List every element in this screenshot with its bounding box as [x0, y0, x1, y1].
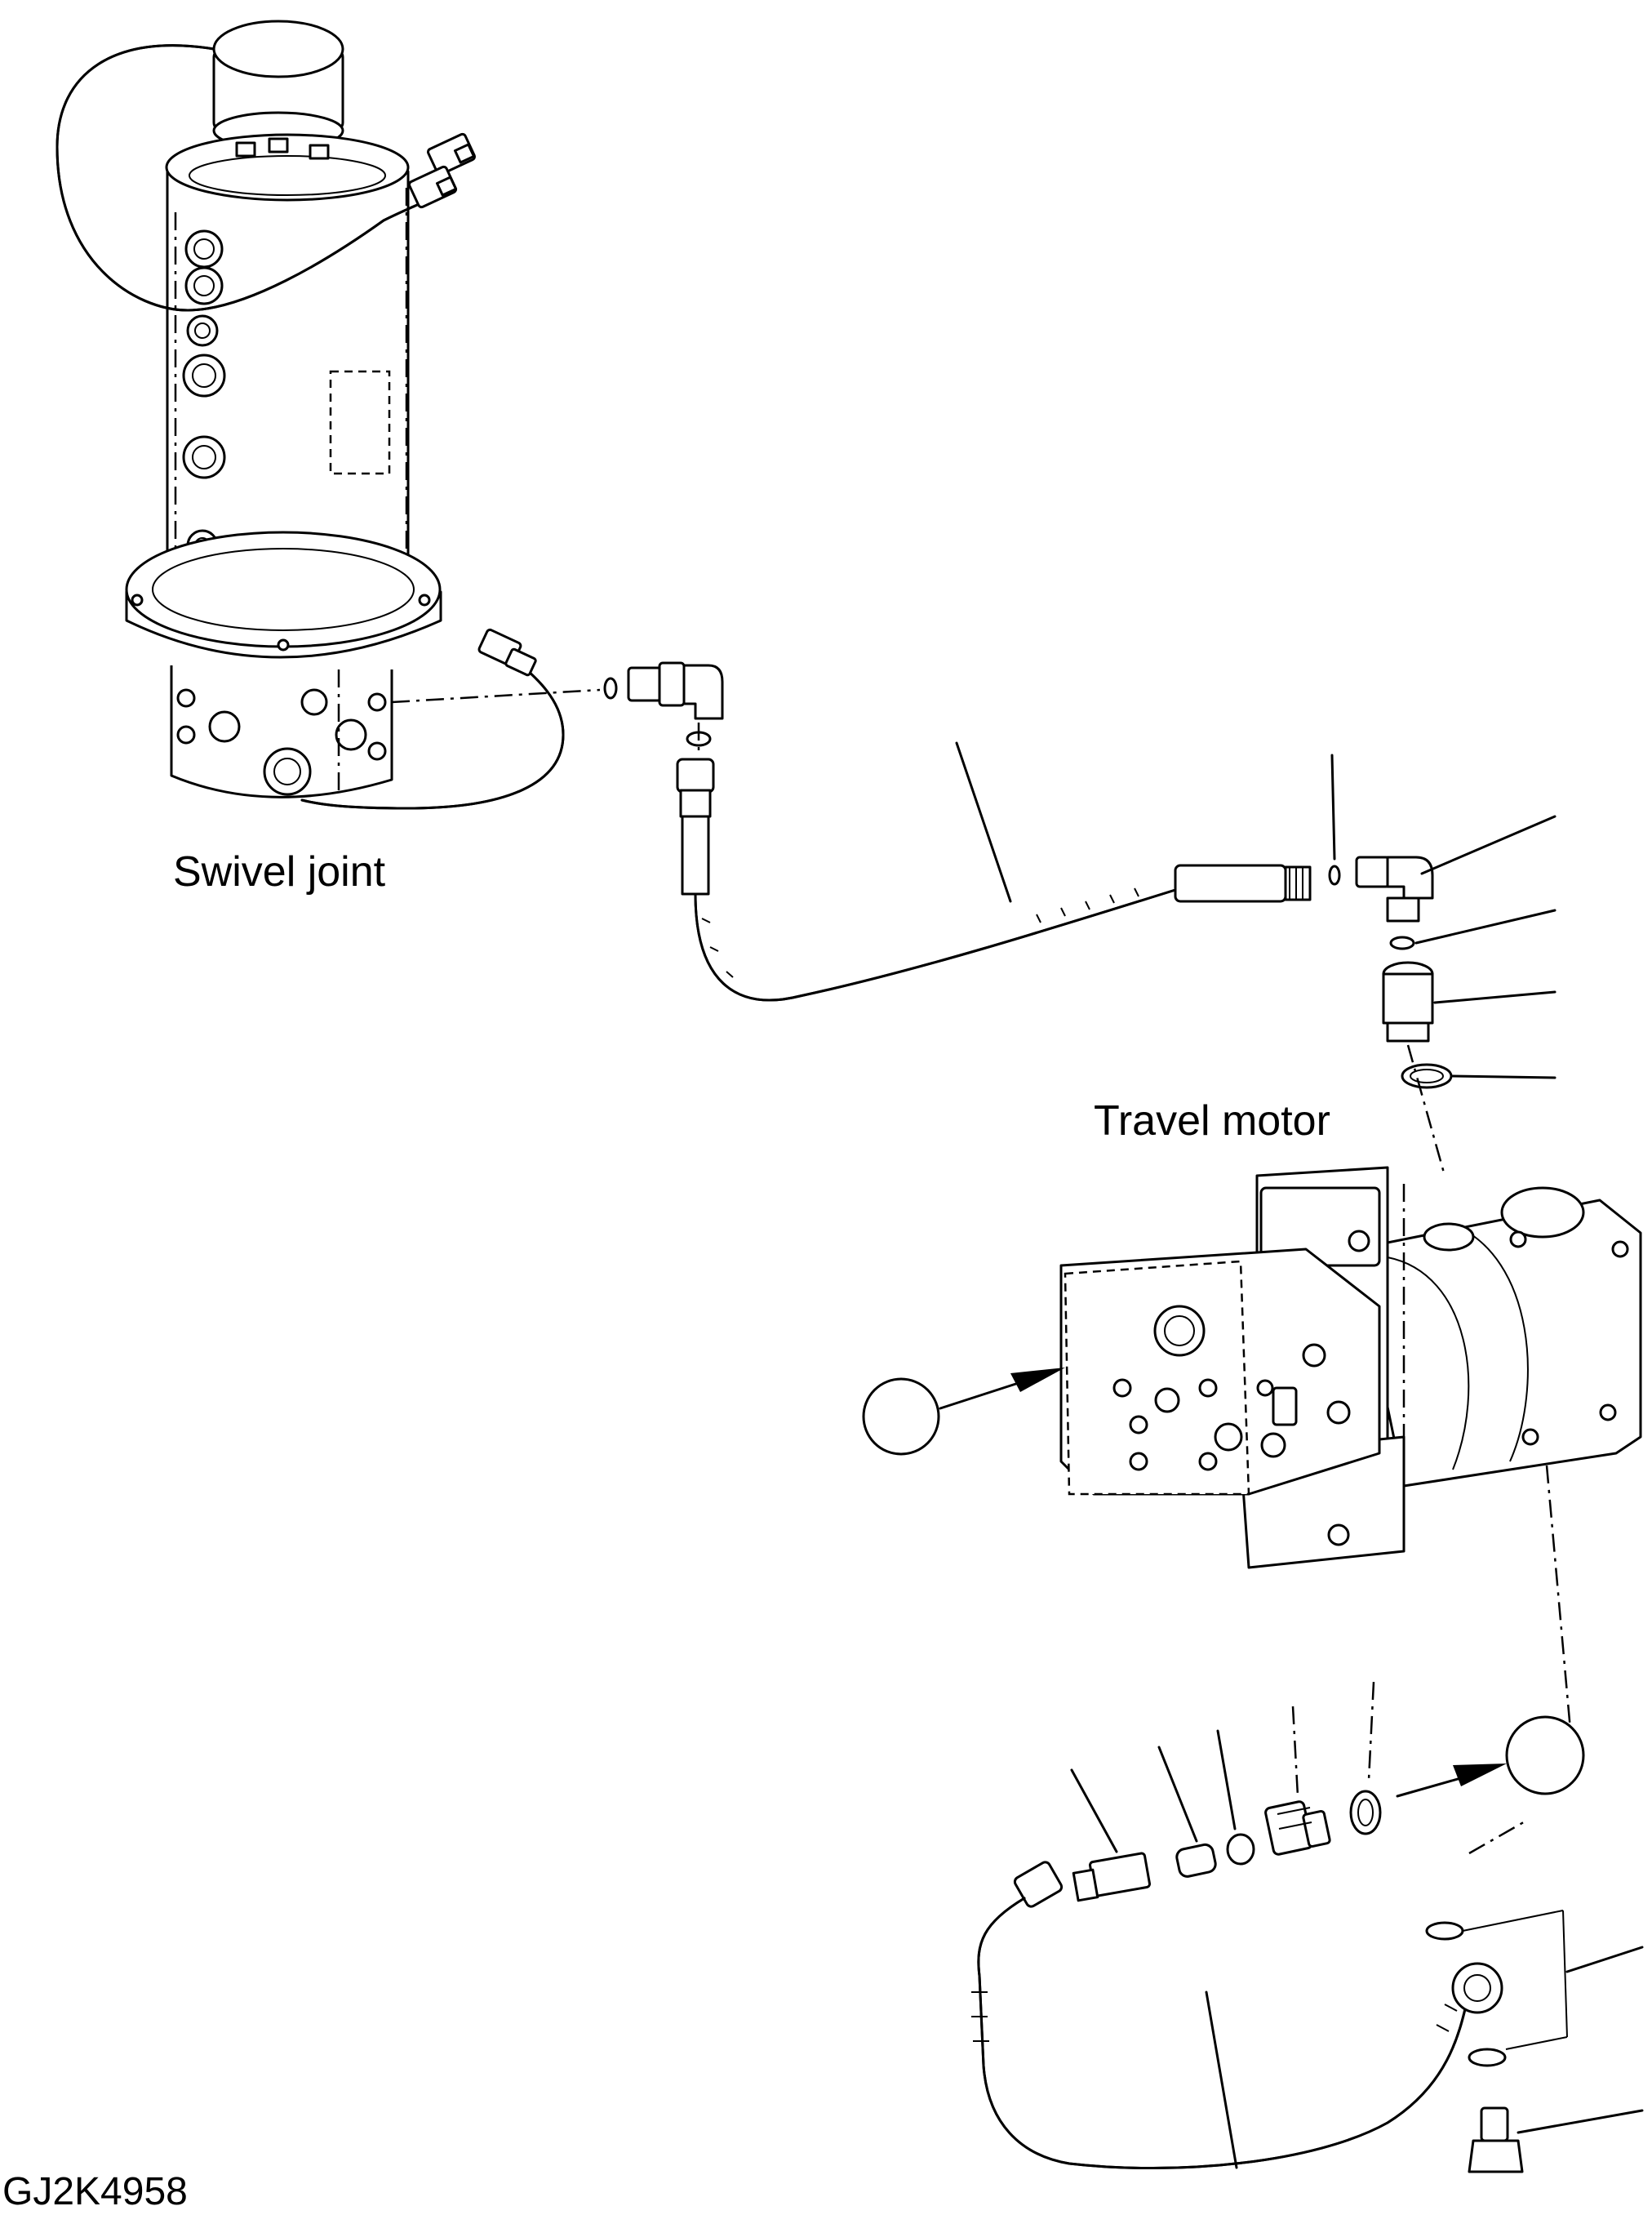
swivel-port-centerline	[391, 688, 601, 704]
lower-spacer	[1175, 1843, 1217, 1878]
swivel-joint-upper-cable	[56, 44, 442, 312]
lower-oring	[1349, 1790, 1382, 1835]
drain-centerline	[1545, 1465, 1573, 1740]
lower-check-valve-body	[1072, 1852, 1151, 1902]
leader-lower-hose	[1205, 1990, 1238, 2169]
lower-hose-assembly	[971, 1861, 1471, 2170]
leader-motor-elbow	[1420, 815, 1557, 875]
leader-motor-union	[1433, 990, 1557, 1004]
upper-hose-assembly	[676, 758, 1312, 1002]
leader-upper-hose	[955, 741, 1012, 903]
lower-fittings-group	[1070, 1681, 1382, 1902]
motor-union-fitting	[1382, 961, 1434, 1043]
drawing-code-label: GJ2K4958	[2, 2170, 188, 2213]
swivel-joint-label: Swivel joint	[173, 848, 386, 896]
leader-motor-elbow-oring	[1414, 909, 1557, 945]
leader-upper-oring	[1330, 754, 1336, 861]
swivel-joint-assembly	[56, 20, 601, 810]
swivel-elbow-fitting	[603, 661, 724, 755]
swivel-joint-lower-block	[170, 665, 393, 798]
swivel-joint-lower-cable	[300, 628, 565, 810]
motor-elbow-oring	[1389, 936, 1415, 950]
upper-oring	[1328, 865, 1341, 886]
lower-plug	[1264, 1800, 1331, 1856]
lower-ball	[1226, 1833, 1255, 1866]
upper-connector-pair	[407, 132, 477, 209]
leader-motor-port-oring	[1451, 1074, 1557, 1079]
motor-port-centerline	[1406, 1044, 1446, 1176]
leader-banjo-bolt	[1517, 2109, 1644, 2134]
travel-motor-assembly	[1059, 1166, 1642, 1569]
swivel-joint-cap	[212, 20, 344, 150]
swivel-joint-body	[165, 133, 410, 575]
banjo-bolt	[1468, 2106, 1524, 2173]
motor-port-oring	[1401, 1063, 1453, 1089]
swivel-joint-flange	[125, 531, 442, 659]
banjo-fitting-group	[1425, 1819, 1644, 2067]
travel-motor-label: Travel motor	[1094, 1097, 1330, 1145]
view-reference-right	[1396, 1715, 1585, 1798]
motor-elbow-fitting	[1355, 856, 1434, 923]
view-reference-left	[862, 1368, 1065, 1456]
